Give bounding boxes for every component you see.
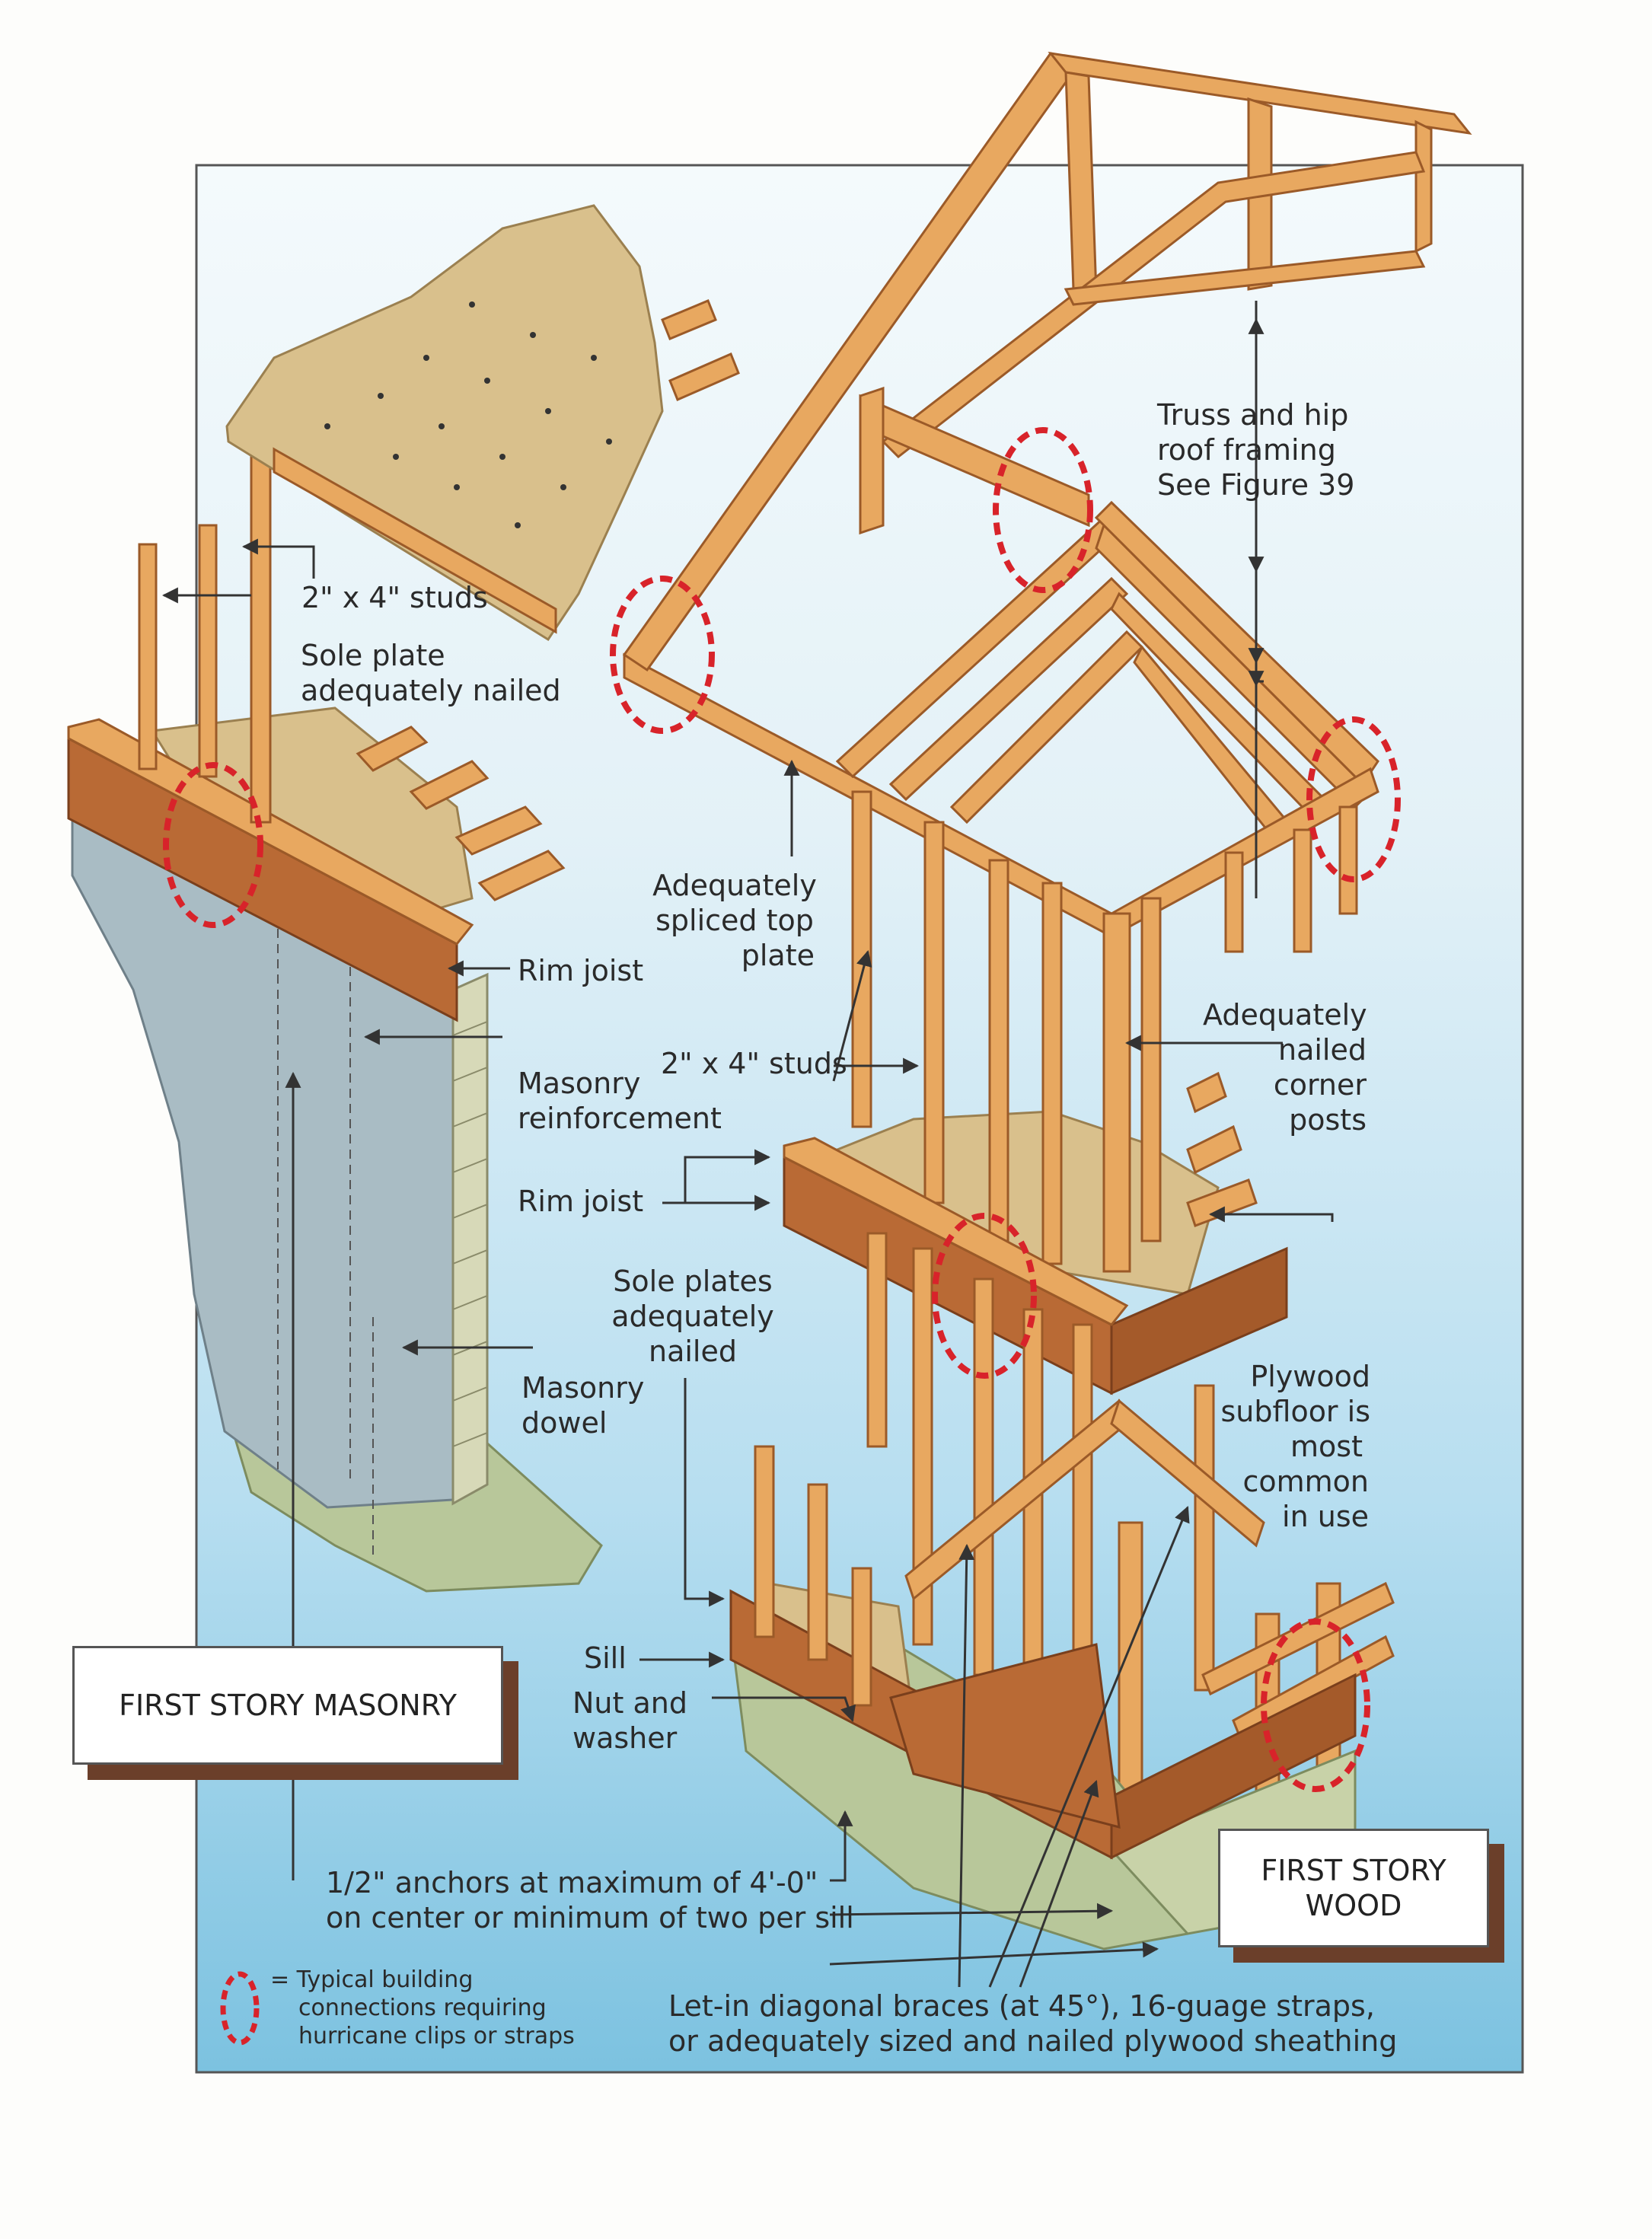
studs-left: [138, 448, 272, 824]
label-spliced-line3: plate: [741, 939, 815, 972]
masonry-wall-side: [451, 972, 489, 1506]
label-sill: Sill: [584, 1641, 627, 1675]
label-studs-mid: 2" x 4" studs: [661, 1047, 847, 1080]
label-masonry-reinforcement-line1: Masonry: [518, 1067, 641, 1100]
upper-joists: [273, 299, 740, 634]
label-sole-plate-line1: Sole plate: [301, 639, 445, 672]
label-masonry-reinforcement-line2: reinforcement: [518, 1102, 722, 1135]
legend-marker: [220, 1971, 260, 2046]
rafters: [622, 51, 1472, 672]
label-truss-line1: Truss and hip: [1157, 398, 1349, 432]
label-plywood-line3: most: [1290, 1430, 1363, 1463]
masonry-reinforcement-lines: [277, 898, 374, 1561]
label-braces-line1: Let-in diagonal braces (at 45°), 16-guag…: [668, 1989, 1375, 2023]
studs-lower-left: [754, 1445, 872, 1707]
label-sole-plates-line3: nailed: [649, 1335, 737, 1368]
label-plywood-line5: in use: [1282, 1500, 1369, 1533]
upper-sheathing: [225, 204, 664, 642]
first-story-wood-title-line2: WOOD: [1305, 1889, 1402, 1922]
label-anchors-line1: 1/2" anchors at maximum of 4'-0": [326, 1866, 818, 1899]
label-corner-line1: Adequately: [1203, 998, 1367, 1032]
label-sole-plate-line2: adequately nailed: [301, 674, 561, 707]
ceiling-joists: [1224, 805, 1358, 953]
label-braces-line2: or adequately sized and nailed plywood s…: [668, 2024, 1398, 2058]
first-story-masonry-box: FIRST STORY MASONRY: [72, 1646, 503, 1765]
legend-line1: = Typical building: [270, 1966, 474, 1993]
hip-rafters: [835, 500, 1379, 847]
label-nut-line1: Nut and: [572, 1686, 687, 1720]
label-spliced-line2: spliced top: [655, 904, 814, 937]
label-corner-line2: nailed: [1278, 1033, 1367, 1067]
hip-frame-post: [859, 386, 885, 535]
label-corner-line4: posts: [1289, 1103, 1367, 1137]
label-masonry-dowel-line1: Masonry: [521, 1371, 645, 1405]
label-truss-line2: roof framing: [1157, 433, 1336, 467]
label-rim-joist-mid: Rim joist: [518, 1185, 644, 1218]
legend-line2: connections requiring: [298, 1995, 547, 2021]
label-spliced-line1: Adequately: [652, 869, 817, 902]
label-plywood-line1: Plywood: [1250, 1360, 1370, 1393]
first-story-wood-title-line1: FIRST STORY: [1261, 1854, 1446, 1887]
hurricane-connection-markers: [163, 427, 1401, 1792]
masonry-courses: [452, 1021, 488, 1447]
sole-plate-center: [783, 1137, 1129, 1326]
first-story-masonry-title: FIRST STORY MASONRY: [119, 1689, 457, 1722]
label-masonry-dowel-line2: dowel: [521, 1406, 608, 1440]
label-corner-line3: corner: [1273, 1068, 1367, 1102]
label-sole-plates-line1: Sole plates: [613, 1265, 773, 1298]
floor-joists-left: [356, 726, 566, 901]
label-truss-line3: See Figure 39: [1157, 468, 1355, 502]
sheathing-nails: [324, 301, 612, 528]
rim-joist-center-right: [1110, 1246, 1288, 1395]
plywood-sheathing-panel: [889, 1643, 1121, 1829]
label-nut-line2: washer: [572, 1721, 678, 1755]
label-sole-plates-line2: adequately: [611, 1300, 774, 1333]
label-rim-joist-left: Rim joist: [518, 954, 644, 987]
sole-plate-left-piece: [67, 718, 474, 946]
legend-line3: hurricane clips or straps: [298, 2023, 575, 2049]
first-story-wood-box: FIRST STORY WOOD: [1218, 1829, 1489, 1947]
label-anchors-line2: on center or minimum of two per sill: [326, 1901, 854, 1934]
label-plywood-line2: subfloor is: [1220, 1395, 1371, 1428]
label-studs-top: 2" x 4" studs: [301, 581, 488, 614]
floor-joists-right: [1186, 1071, 1258, 1227]
sill-right: [1110, 1673, 1357, 1860]
label-plywood-line4: common: [1242, 1465, 1369, 1498]
